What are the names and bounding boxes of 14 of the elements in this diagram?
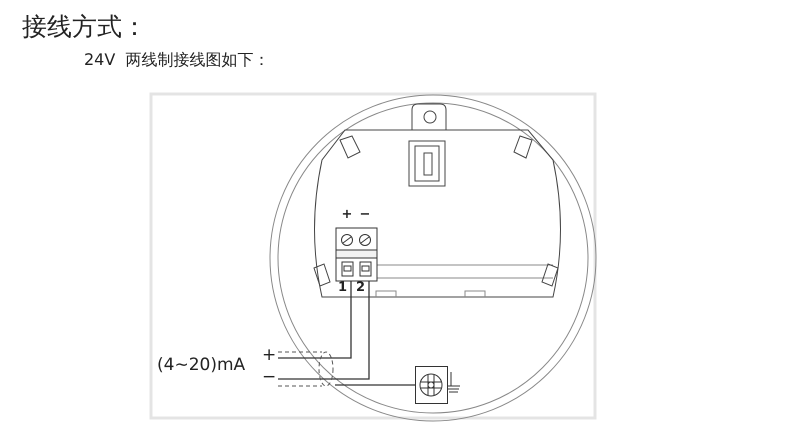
polarity-sign: −	[262, 367, 276, 387]
title: 接线方式：	[22, 11, 147, 43]
ground-screw-drawing	[415, 366, 461, 404]
cable-shield	[278, 349, 335, 389]
terminal-number: 2	[356, 281, 366, 295]
polarity-sign: +	[262, 345, 276, 365]
signal-label: (4~20)mA	[157, 355, 246, 375]
wire	[335, 281, 352, 359]
terminal-number: 1	[338, 281, 348, 295]
wire	[335, 384, 415, 386]
wire	[335, 281, 370, 380]
polarity-sign: −	[360, 208, 370, 222]
instruction-text: 24V 两线制接线图如下：	[84, 50, 270, 71]
polarity-sign: +	[342, 208, 352, 222]
